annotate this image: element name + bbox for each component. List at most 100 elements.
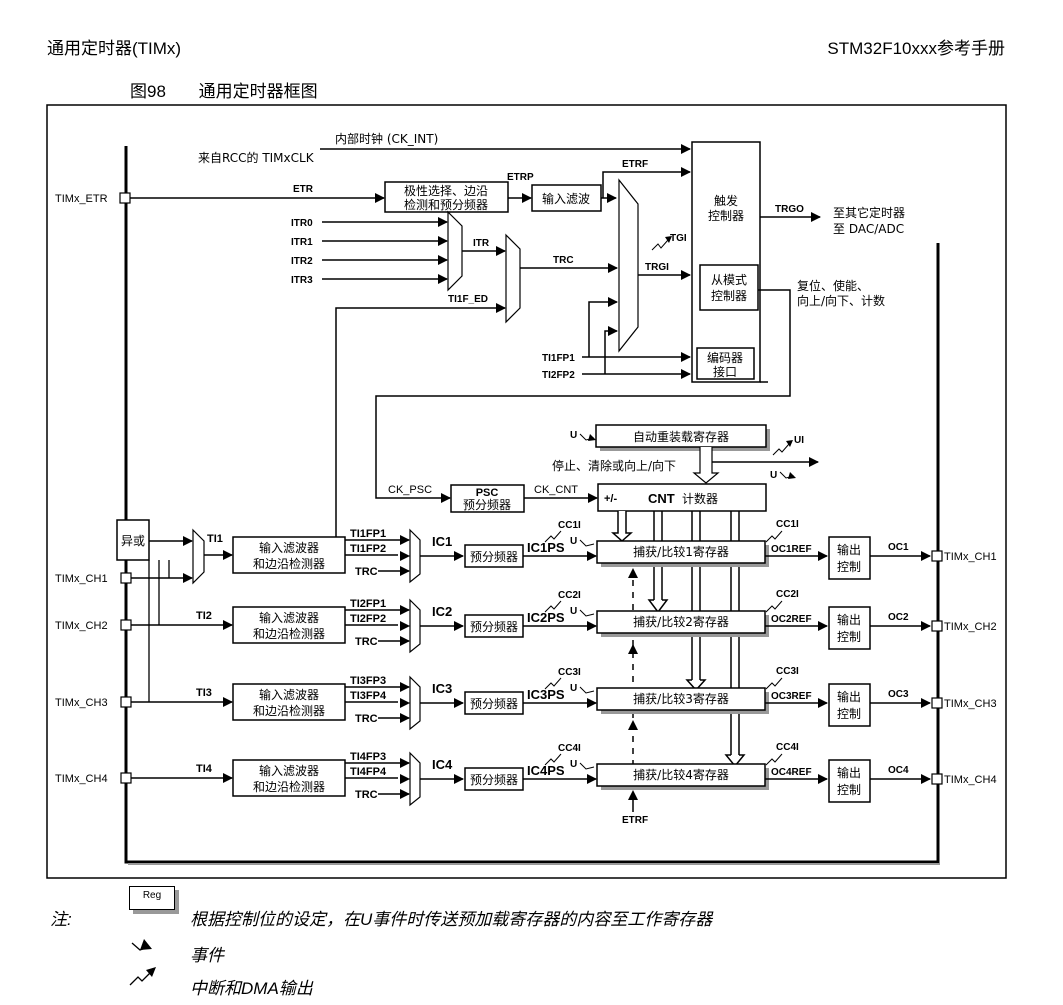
trgo-dest-line2: 至 DAC/ADC [833, 222, 904, 236]
encoder-interface-block [696, 347, 755, 380]
note-label: 注: [50, 910, 72, 929]
output-control-line1: 输出 [837, 689, 861, 704]
itr-inputs [322, 217, 448, 284]
itr3-label: ITR3 [291, 275, 313, 286]
note-event: 事件 [190, 946, 224, 965]
ic1-mux [409, 528, 421, 584]
fp-b-label: TI2FP2 [350, 613, 386, 625]
cc1-register-label: 捕获/比较1寄存器 [633, 544, 729, 559]
u-event-label: U [570, 759, 577, 770]
itr2-label: ITR2 [291, 256, 313, 267]
note-reg-description: 根据控制位的设定，在U事件时传送预加载寄存器的内容至工作寄存器 [190, 910, 713, 929]
ch1-output-pin[interactable] [931, 550, 943, 562]
reload-to-counter-arrow [692, 447, 720, 484]
ch3-output-pin-label: TIMx_CH3 [944, 698, 997, 710]
trgo-label: TRGO [775, 204, 804, 215]
input-filter-block [531, 184, 602, 212]
itr1-label: ITR1 [291, 237, 313, 248]
reg-key-icon: Reg [129, 886, 175, 910]
auto-reload-register [595, 424, 767, 448]
etr-pin-label: TIMx_ETR [55, 193, 108, 205]
oc4-label: OC4 [888, 765, 909, 776]
output-control-line2: 控制 [837, 783, 861, 797]
ch3-input-pin-label: TIMx_CH3 [55, 697, 108, 709]
ti1f-ed-label: TI1F_ED [448, 294, 488, 305]
cnt-sub-label: 计数器 [682, 491, 718, 506]
ic2-label: IC2 [432, 604, 452, 619]
oc3-label: OC3 [888, 689, 909, 700]
trc-input-label: TRC [355, 789, 378, 801]
manual-title: STM32F10xxx参考手册 [827, 39, 1005, 58]
cnt-sign-label: +/- [604, 493, 617, 505]
filter-line1: 输入滤波器 [259, 540, 319, 555]
trc-input-label: TRC [355, 566, 378, 578]
trc-mux [505, 233, 521, 324]
output-control-2 [828, 606, 871, 650]
ch2-output-pin[interactable] [931, 620, 943, 632]
fp-b-label: TI3FP4 [350, 690, 387, 702]
encoder-line1: 编码器 [707, 350, 743, 365]
etrp-label: ETRP [507, 172, 534, 183]
ch1-input-pin[interactable] [120, 572, 132, 584]
filter-line2: 和边沿检测器 [253, 626, 325, 641]
ck-psc-label: CK_PSC [388, 484, 432, 496]
ch2-input-pin[interactable] [120, 619, 132, 631]
cc2i-out-label: CC2I [776, 589, 799, 600]
ti3-label: TI3 [196, 687, 212, 699]
figure-caption: 图98 通用定时器框图 [130, 77, 318, 102]
oc3ref-label: OC3REF [771, 691, 812, 702]
ch4-output-pin[interactable] [931, 773, 943, 785]
input-filter-edge-detector-4 [232, 759, 346, 797]
psc-sub-label: 预分频器 [463, 498, 511, 512]
output-control-3 [828, 683, 871, 727]
slave-controller-line2: 控制器 [711, 289, 747, 303]
encoder-line2: 接口 [713, 364, 737, 379]
ui-label: UI [794, 435, 804, 446]
cc3-register-label: 捕获/比较3寄存器 [633, 691, 729, 706]
capture-compare-register-1 [596, 540, 766, 564]
slave-actions-line2: 向上/向下、计数 [797, 293, 885, 308]
trigger-controller-line1: 触发 [714, 193, 738, 208]
ch3-output-pin[interactable] [931, 697, 943, 709]
polarity-block-line2: 检测和预分频器 [404, 197, 488, 212]
filter-line2: 和边沿检测器 [253, 779, 325, 794]
psc-label: PSC [476, 487, 499, 499]
output-control-line1: 输出 [837, 765, 861, 780]
cc1i-out-label: CC1I [776, 519, 799, 530]
ch3-input-pin[interactable] [120, 696, 132, 708]
cci-interrupt-icon [544, 753, 562, 766]
cnt-counter-block [597, 483, 767, 512]
ui-interrupt-icon [772, 443, 790, 456]
filter-line2: 和边沿检测器 [253, 556, 325, 571]
cci-interrupt-icon [544, 530, 562, 543]
interrupt-dma-icon [129, 967, 156, 986]
u-event-label: U [570, 683, 577, 694]
trigger-controller-line2: 控制器 [708, 209, 744, 223]
ti2-label: TI2 [196, 610, 212, 622]
prescaler-label: 预分频器 [470, 773, 518, 787]
ic2-mux [409, 598, 421, 654]
prescaler-label: 预分频器 [470, 550, 518, 564]
output-control-line1: 输出 [837, 612, 861, 627]
event-icon [131, 939, 152, 951]
u-event-icon [579, 609, 595, 617]
cc1i-in-label: CC1I [558, 520, 581, 531]
oc1ref-label: OC1REF [771, 544, 812, 555]
input-filter-label: 输入滤波 [542, 191, 590, 206]
tgi-interrupt-icon [651, 239, 669, 251]
ch1-input-pin-label: TIMx_CH1 [55, 573, 108, 585]
cc4i-in-label: CC4I [558, 743, 581, 754]
cc2-register-label: 捕获/比较2寄存器 [633, 614, 729, 629]
slave-output-line [375, 289, 791, 503]
input-filter-edge-detector-3 [232, 683, 346, 721]
outer-frame [46, 104, 1007, 879]
fp-a-label: TI2FP1 [350, 598, 386, 610]
output-control-4 [828, 759, 871, 803]
cc3i-out-label: CC3I [776, 666, 799, 677]
trc-input-label: TRC [355, 713, 378, 725]
ch4-input-pin[interactable] [120, 772, 132, 784]
output-control-line1: 输出 [837, 542, 861, 557]
polarity-block-line1: 极性选择、边沿 [404, 184, 488, 198]
